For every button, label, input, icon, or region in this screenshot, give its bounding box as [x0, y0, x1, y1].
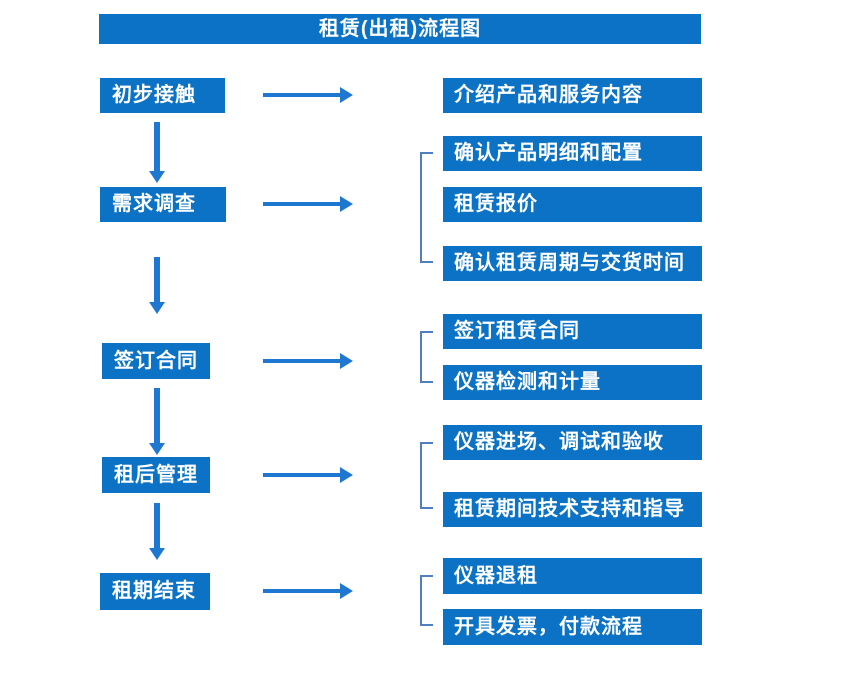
arrow-line: [154, 388, 160, 444]
detail-box-rental-quotation: 租赁报价: [443, 187, 702, 222]
detail-box-confirm-product-details: 确认产品明细和配置: [443, 136, 702, 171]
detail-box-sign-rental-contract: 签订租赁合同: [443, 314, 702, 349]
detail-box-invoice-payment: 开具发票，付款流程: [443, 609, 702, 645]
arrow-line: [263, 202, 341, 206]
arrow-line: [263, 589, 341, 593]
flow-arrow-down-1: [149, 122, 165, 183]
detail-box-instrument-setup: 仪器进场、调试和验收: [443, 425, 702, 460]
step-box-demand-survey: 需求调查: [100, 187, 226, 222]
arrow-line: [154, 503, 160, 549]
group-bracket-rental-end: [420, 575, 433, 626]
detail-box-confirm-rental-period: 确认租赁周期与交货时间: [443, 246, 702, 281]
arrow-head-icon: [340, 583, 353, 599]
arrow-line: [263, 93, 341, 97]
group-bracket-sign-contract: [420, 331, 433, 383]
arrow-head-icon: [340, 87, 353, 103]
step-box-initial-contact: 初步接触: [100, 78, 225, 113]
arrow-line: [263, 359, 341, 363]
arrow-head-icon: [149, 302, 165, 314]
step-box-rental-end: 租期结束: [100, 573, 210, 610]
arrow-line: [154, 257, 160, 303]
flow-arrow-down-2: [149, 257, 165, 314]
group-bracket-post-rental: [420, 442, 433, 509]
flow-arrow-down-3: [149, 388, 165, 455]
arrow-line: [154, 122, 160, 172]
arrow-head-icon: [340, 196, 353, 212]
flow-arrow-right-4: [263, 467, 353, 483]
title-bar: 租赁(出租)流程图: [99, 14, 701, 44]
flow-arrow-right-3: [263, 353, 353, 369]
step-box-post-rental-management: 租后管理: [102, 457, 210, 493]
detail-box-introduce-products: 介绍产品和服务内容: [443, 78, 702, 113]
detail-box-instrument-return: 仪器退租: [443, 558, 702, 594]
arrow-head-icon: [149, 171, 165, 183]
flow-arrow-down-4: [149, 503, 165, 560]
detail-box-instrument-testing: 仪器检测和计量: [443, 365, 702, 400]
detail-box-technical-support: 租赁期间技术支持和指导: [443, 492, 702, 527]
flow-arrow-right-2: [263, 196, 353, 212]
page-title: 租赁(出租)流程图: [318, 18, 482, 40]
flow-arrow-right-1: [263, 87, 353, 103]
arrow-line: [263, 473, 341, 477]
arrow-head-icon: [340, 353, 353, 369]
flow-arrow-right-5: [263, 583, 353, 599]
arrow-head-icon: [340, 467, 353, 483]
step-box-sign-contract: 签订合同: [102, 343, 210, 379]
arrow-head-icon: [149, 443, 165, 455]
arrow-head-icon: [149, 548, 165, 560]
group-bracket-demand-survey: [420, 152, 433, 263]
